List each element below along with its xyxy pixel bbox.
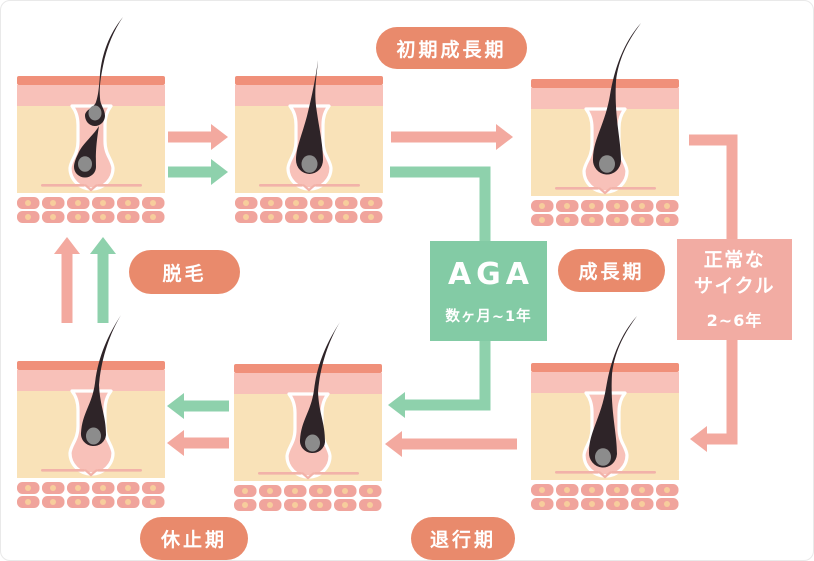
label-growth: 成長期 <box>558 249 665 292</box>
label-telogen: 休止期 <box>140 517 248 560</box>
arrow-catagen-to-telogen-pink <box>167 430 229 456</box>
follicle-early-catagen-illustration <box>529 301 681 513</box>
aga-title: AGA <box>447 256 535 292</box>
arrow-shedding-to-early-pink <box>168 124 228 150</box>
arrow-telogen-to-shedding-green <box>90 237 116 323</box>
aga-duration: 数ヶ月~1年 <box>445 308 532 325</box>
arrow-catagen-to-telogen-green <box>167 393 229 419</box>
follicle-early-growth-illustration <box>233 14 385 226</box>
label-early-growth: 初期成長期 <box>376 27 527 69</box>
label-catagen: 退行期 <box>411 517 515 560</box>
arrow-telogen-to-shedding-pink <box>54 237 80 323</box>
aga-box: AGA 数ヶ月~1年 <box>430 241 547 341</box>
normal-cycle-line2: サイクル <box>693 274 776 297</box>
follicle-shedding-new-growth-illustration <box>15 14 167 226</box>
normal-cycle-box: 正常な サイクル 2~6年 <box>677 239 792 340</box>
follicle-telogen-illustration <box>15 299 167 511</box>
normal-cycle-duration: 2~6年 <box>706 311 763 331</box>
normal-cycle-line1: 正常な <box>703 248 766 271</box>
arrow-early-to-growth-pink <box>391 124 513 150</box>
arrow-shedding-to-early-green <box>168 159 228 185</box>
follicle-catagen-illustration <box>232 302 384 514</box>
follicle-growth-illustration <box>529 17 681 229</box>
arrow-growth-to-catagen-pink <box>385 431 517 457</box>
label-shedding: 脱毛 <box>129 250 240 294</box>
